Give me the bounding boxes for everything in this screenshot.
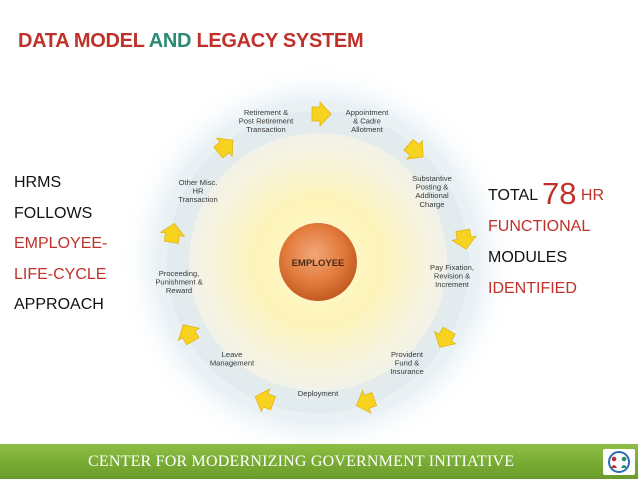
cycle-node-line: Deployment <box>298 389 339 398</box>
cycle-node-line: Posting & <box>416 183 449 192</box>
cycle-node-line: & Cadre <box>353 117 381 126</box>
footer-bar: CENTER FOR MODERNIZING GOVERNMENT INITIA… <box>0 444 638 479</box>
cycle-arrows <box>159 100 477 414</box>
right-line-identified: IDENTIFIED <box>488 280 577 297</box>
left-line-approach: APPROACH <box>14 296 104 313</box>
right-statement: TOTAL 78 HR FUNCTIONAL MODULES IDENTIFIE… <box>488 178 604 304</box>
cycle-node-line: Increment <box>435 280 470 289</box>
cycle-node-line: Revision & <box>434 272 470 281</box>
left-line-life-cycle: LIFE-CYCLE <box>14 265 107 283</box>
diagram-ring <box>167 111 469 413</box>
footer-text: CENTER FOR MODERNIZING GOVERNMENT INITIA… <box>88 453 515 470</box>
cycle-node-line: Management <box>210 359 255 368</box>
left-statement: HRMS FOLLOWS EMPLOYEE- LIFE-CYCLE APPROA… <box>14 168 107 321</box>
cycle-node-line: Transaction <box>246 125 285 134</box>
cycle-arrow-icon <box>159 222 186 244</box>
cycle-node-line: Insurance <box>390 367 423 376</box>
cmgi-logo-icon <box>603 449 635 475</box>
cycle-node-line: Charge <box>420 200 445 209</box>
cycle-arrow-icon <box>355 389 378 414</box>
cycle-node-label: Pay Fixation,Revision &Increment <box>430 263 474 289</box>
cycle-node-line: Substantive <box>412 174 452 183</box>
cycle-node-line: Other Misc. <box>179 178 218 187</box>
total-label: TOTAL <box>488 187 538 204</box>
cycle-node-line: Allotment <box>351 125 384 134</box>
right-line-functional: FUNCTIONAL <box>488 218 591 235</box>
employee-label: EMPLOYEE <box>292 258 345 269</box>
cycle-node-line: Leave <box>222 350 243 359</box>
left-line-follows: FOLLOWS <box>14 204 93 222</box>
hr-label: HR <box>580 187 604 204</box>
cycle-node-line: Transaction <box>178 195 217 204</box>
cycle-arrow-icon <box>311 100 332 128</box>
cycle-node-line: Pay Fixation, <box>430 263 474 272</box>
cycle-node-line: Appointment <box>346 108 390 117</box>
employee-circle <box>279 223 357 301</box>
cycle-arrow-icon <box>434 326 457 348</box>
cycle-arrow-icon <box>177 324 201 346</box>
right-line-modules: MODULES <box>488 249 568 266</box>
cycle-arrow-icon <box>451 228 477 250</box>
cycle-node-line: Proceeding, <box>159 269 200 278</box>
page-title: DATA MODEL AND LEGACY SYSTEM <box>18 30 364 53</box>
cycle-node-line: Punishment & <box>155 278 202 287</box>
cycle-node-line: Post Retirement <box>239 117 294 126</box>
cycle-arrow-icon <box>254 388 276 413</box>
title-part-legacy: LEGACY SYSTEM <box>196 30 364 52</box>
cycle-node-line: Retirement & <box>244 108 288 117</box>
left-line-hrms: HRMS <box>14 174 62 191</box>
cycle-arrow-icon <box>403 138 424 160</box>
cycle-node-line: Additional <box>415 191 449 200</box>
cycle-node-line: Reward <box>166 286 192 295</box>
title-part-and: AND <box>148 30 197 52</box>
cycle-node-label: Proceeding,Punishment &Reward <box>155 269 202 295</box>
cycle-node-line: HR <box>193 187 204 196</box>
right-line-total: TOTAL 78 HR <box>488 178 604 211</box>
cycle-node-line: Fund & <box>395 359 419 368</box>
cycle-arrow-icon <box>213 137 234 159</box>
cycle-node-label: Deployment <box>298 389 339 398</box>
module-count: 78 <box>541 176 577 211</box>
title-part-data-model: DATA MODEL <box>18 30 149 52</box>
left-line-employee: EMPLOYEE- <box>14 235 108 252</box>
cycle-node-line: Provident <box>391 350 424 359</box>
